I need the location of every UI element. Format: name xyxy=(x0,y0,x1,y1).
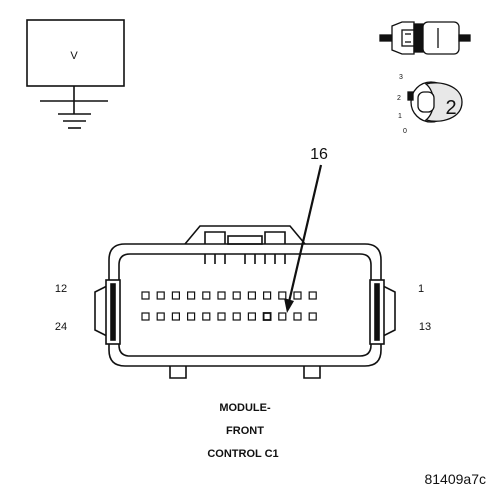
pin-cavity-24 xyxy=(141,312,150,321)
pin-cavity-4 xyxy=(263,291,272,300)
pin-cavity-17 xyxy=(247,312,256,321)
pin-cavity-2 xyxy=(293,291,302,300)
voltmeter xyxy=(26,19,125,129)
connector-title-line-2: FRONT xyxy=(226,425,264,437)
pin-cavity-21 xyxy=(187,312,196,321)
pin-label-12: 12 xyxy=(55,283,67,295)
pin-label-1: 1 xyxy=(418,283,424,295)
figure-id: 81409a7c xyxy=(424,471,486,487)
pin-cavity-14 xyxy=(293,312,302,321)
pin-cavity-6 xyxy=(232,291,241,300)
ignition-key-icon xyxy=(407,81,463,123)
ignition-position-3: 3 xyxy=(399,74,403,81)
connector-title-line-3: CONTROL C1 xyxy=(207,448,278,460)
pin-cavity-23 xyxy=(156,312,165,321)
pin-cavity-9 xyxy=(187,291,196,300)
pin-cavity-11 xyxy=(156,291,165,300)
connector-housing xyxy=(94,225,396,379)
pin-cavity-10 xyxy=(171,291,180,300)
pin-label-13: 13 xyxy=(419,321,431,333)
ignition-position-2: 2 xyxy=(397,95,401,102)
pin-cavity-15 xyxy=(278,312,287,321)
probe-icon xyxy=(379,21,471,55)
pin-cavity-5 xyxy=(247,291,256,300)
voltmeter-box xyxy=(26,19,125,87)
pin-cavity-20 xyxy=(202,312,211,321)
pin-cavity-12 xyxy=(141,291,150,300)
pin-callout-label: 16 xyxy=(310,146,328,163)
pin-callout-arrow xyxy=(284,164,323,313)
ignition-position-1: 1 xyxy=(398,113,402,120)
pin-cavity-1 xyxy=(308,291,317,300)
pin-grid xyxy=(141,291,317,321)
ignition-selected-position: 2 xyxy=(445,97,456,119)
pin-label-24: 24 xyxy=(55,321,67,333)
pin-cavity-13 xyxy=(308,312,317,321)
connector-title-line-1: MODULE- xyxy=(219,402,271,414)
pin-cavity-3 xyxy=(278,291,287,300)
pin-cavity-8 xyxy=(202,291,211,300)
pin-cavity-19 xyxy=(217,312,226,321)
voltmeter-label: V xyxy=(70,50,78,62)
pin-cavity-22 xyxy=(171,312,180,321)
ignition-position-0: 0 xyxy=(403,128,407,135)
pin-cavity-16 xyxy=(262,312,272,321)
pin-cavity-18 xyxy=(232,312,241,321)
pin-cavity-7 xyxy=(217,291,226,300)
